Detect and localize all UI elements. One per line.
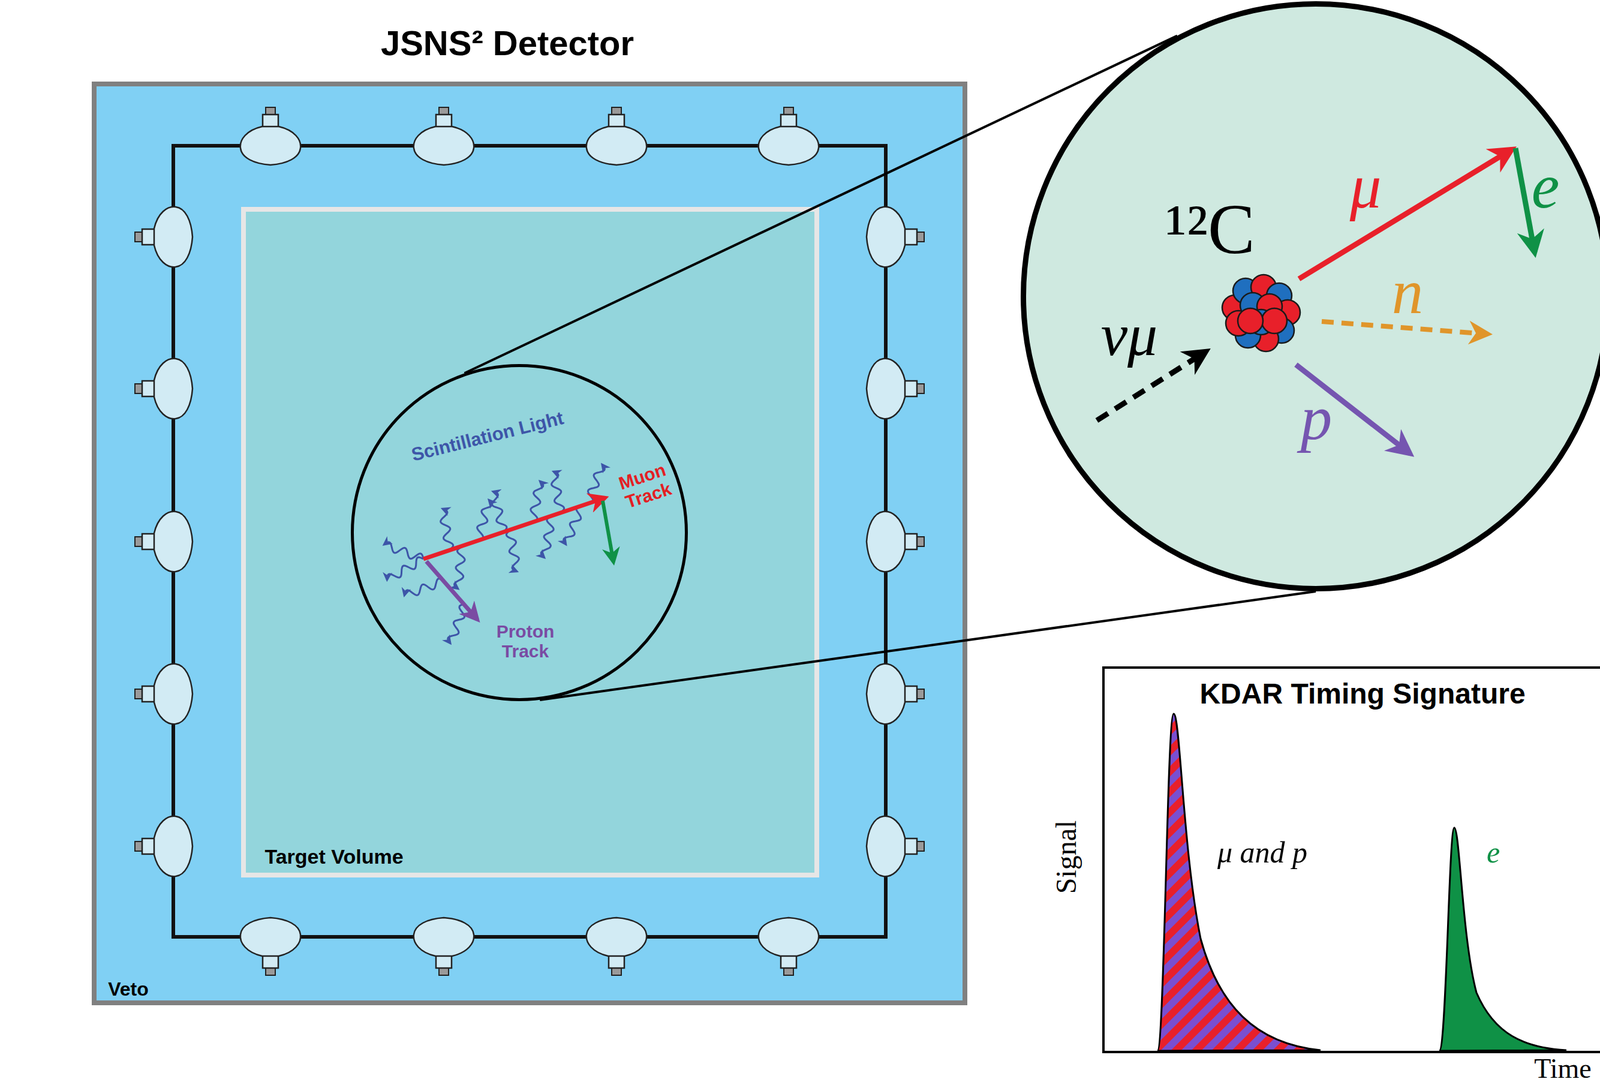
light-label: Scintillation Light xyxy=(409,407,567,466)
track-label: Muon Track xyxy=(611,458,679,514)
nucleus-label: ¹²C xyxy=(1165,190,1255,269)
interaction-illustration xyxy=(1026,6,1600,586)
particle-label: μ xyxy=(1349,151,1382,222)
axis-label: Time xyxy=(1534,1053,1592,1085)
particle-label: n xyxy=(1391,257,1424,327)
axis-label: Signal xyxy=(1050,820,1083,895)
veto-region: Veto Target Volume Scintillation LightMuo… xyxy=(91,81,968,1006)
zoom-circle: Scintillation LightMuon TrackProton Trac… xyxy=(350,364,688,702)
target-volume: Target Volume Scintillation LightMuon Tr… xyxy=(241,206,820,878)
peak-label: e xyxy=(1486,835,1500,869)
track-label: Proton Track xyxy=(492,621,559,661)
zoom-line xyxy=(464,35,1316,700)
peak-label: μ and p xyxy=(1217,835,1308,869)
region-label: Target Volume xyxy=(264,845,403,868)
diagram-title: JSNS² Detector xyxy=(380,23,634,63)
particle-label: p xyxy=(1300,383,1333,453)
particle-label: e xyxy=(1531,151,1560,222)
region-label: Veto xyxy=(107,978,149,1000)
particle-label: νμ xyxy=(1101,302,1159,369)
timing-plot: KDAR Timing Signature μ and p e xyxy=(1102,666,1600,1054)
timing-plot-art xyxy=(1104,668,1600,1051)
plot-title: KDAR Timing Signature xyxy=(1199,678,1526,711)
interaction-circle: ¹²Cνμ μ e np xyxy=(1020,1,1600,592)
